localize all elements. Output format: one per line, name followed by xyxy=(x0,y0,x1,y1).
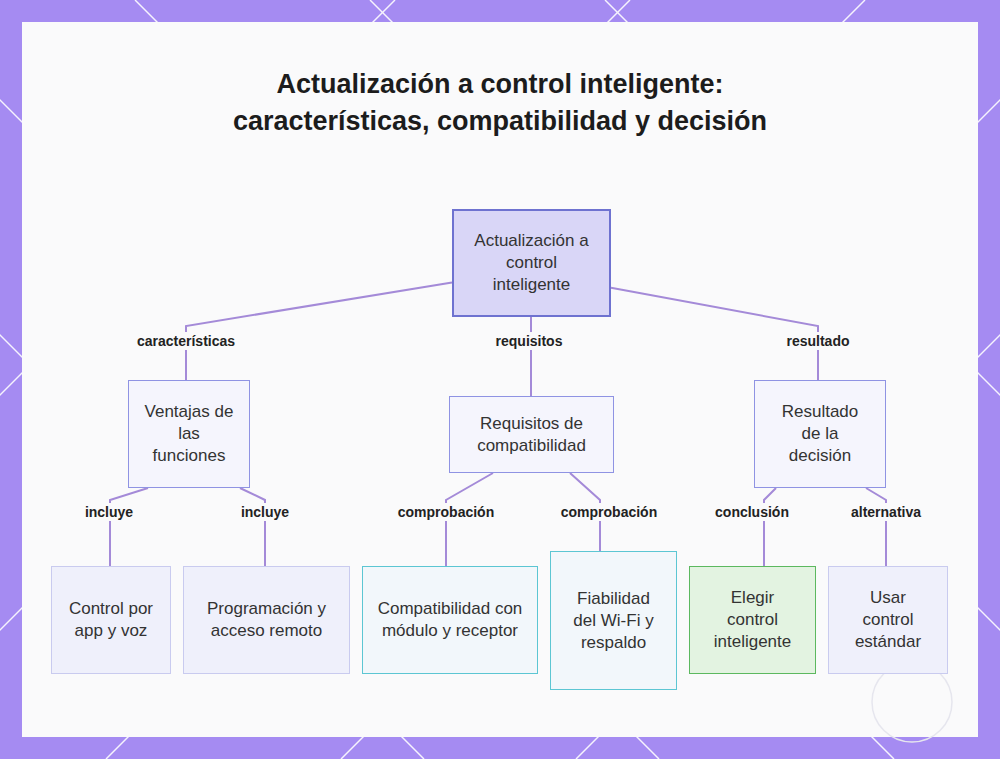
concept-box: Requisitos de compatibilidad xyxy=(449,396,614,473)
edge-label: alternativa xyxy=(848,503,924,521)
concept-box: Ventajas de las funciones xyxy=(128,380,250,488)
node-text: Elegir control inteligente xyxy=(704,587,801,653)
concept-box: Resultado de la decisión xyxy=(754,380,886,488)
edge-label: conclusión xyxy=(712,503,792,521)
concept-box: Compatibilidad con módulo y receptor xyxy=(362,566,538,674)
connector-line xyxy=(110,488,148,566)
node-text: Programación y acceso remoto xyxy=(198,598,335,642)
node-text: Ventajas de las funciones xyxy=(143,401,235,467)
concept-box: Usar control estándar xyxy=(828,566,948,674)
edge-label: incluye xyxy=(82,503,136,521)
node-text: Compatibilidad con módulo y receptor xyxy=(375,598,525,642)
node-text: Requisitos de compatibilidad xyxy=(464,413,599,457)
edge-label: requisitos xyxy=(493,332,566,350)
concept-box: Programación y acceso remoto xyxy=(183,566,350,674)
edge-label: comprobación xyxy=(395,503,497,521)
concept-box: Control por app y voz xyxy=(51,566,171,674)
connector-line xyxy=(240,488,265,566)
edge-label: resultado xyxy=(783,332,852,350)
node-text: Actualización a control inteligente xyxy=(472,230,591,296)
connector-line xyxy=(866,488,886,566)
edge-label: incluye xyxy=(238,503,292,521)
connector-line xyxy=(530,317,532,396)
concept-box: Actualización a control inteligente xyxy=(452,209,611,317)
node-text: Usar control estándar xyxy=(845,587,931,653)
node-text: Resultado de la decisión xyxy=(771,401,869,467)
node-text: Control por app y voz xyxy=(68,598,154,642)
edge-label: características xyxy=(134,332,238,350)
concept-box: Fiabilidad del Wi-Fi y respaldo xyxy=(550,551,677,690)
concept-box: Elegir control inteligente xyxy=(689,566,816,674)
node-text: Fiabilidad del Wi-Fi y respaldo xyxy=(569,588,658,654)
connector-line xyxy=(764,488,776,566)
edge-label: comprobación xyxy=(558,503,660,521)
diagram-title: Actualización a control inteligente: car… xyxy=(230,66,770,140)
